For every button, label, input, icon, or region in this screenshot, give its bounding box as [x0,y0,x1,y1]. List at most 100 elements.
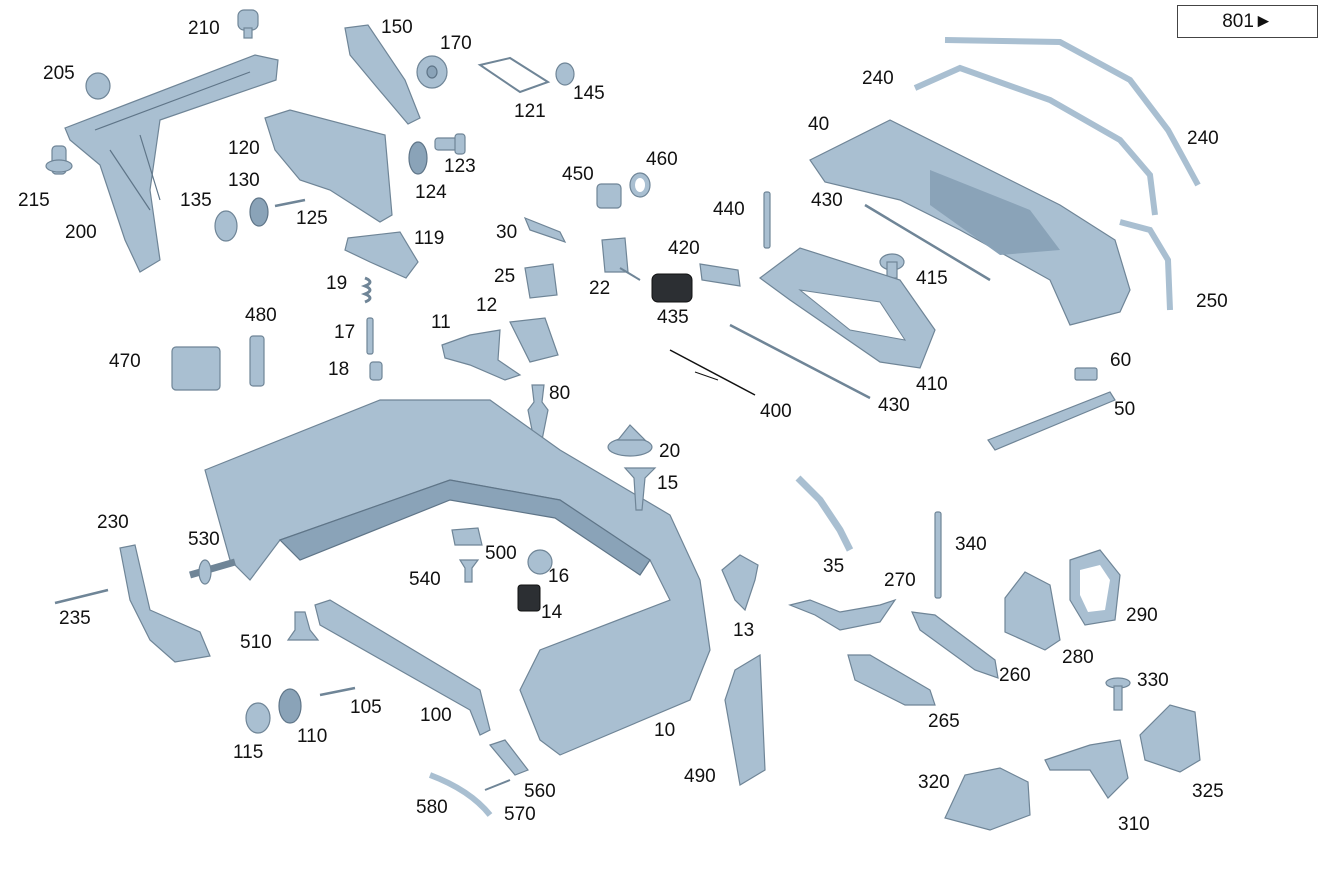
label-145: 145 [573,83,605,104]
label-210: 210 [188,18,220,39]
part-110-washer [278,688,302,724]
label-215: 215 [18,190,50,211]
part-340-bolt [934,511,942,599]
label-205: 205 [43,63,75,84]
label-540: 540 [409,569,441,590]
part-330-screw [1105,677,1131,711]
part-240-strip-2 [913,64,1158,216]
label-470: 470 [109,351,141,372]
part-100-absorber [314,599,491,736]
part-125-screw [274,198,306,208]
label-135: 135 [180,190,212,211]
label-235: 235 [59,608,91,629]
part-290-ring [1069,549,1121,626]
part-570-screw [484,779,511,791]
label-110: 110 [297,726,328,747]
label-80: 80 [549,383,571,404]
label-12: 12 [476,295,498,316]
part-450-connector [596,183,622,209]
part-30-bracket [523,216,567,244]
label-119: 119 [414,228,445,249]
label-115: 115 [233,742,264,763]
reference-link-text: 801 [1222,10,1254,32]
label-560: 560 [524,781,556,802]
label-22: 22 [589,278,611,299]
label-130: 130 [228,170,260,191]
label-17: 17 [334,322,356,343]
label-410: 410 [916,374,948,395]
part-580-trim [428,772,493,817]
part-500-bracket [451,527,483,546]
label-100: 100 [420,705,452,726]
label-13: 13 [733,620,755,641]
label-240: 240 [862,68,894,89]
part-530-clip [189,558,236,585]
part-170-nut [416,55,448,89]
label-430-lower: 430 [878,395,910,416]
part-50-trim [987,391,1116,451]
label-40: 40 [808,114,830,135]
label-170: 170 [440,33,472,54]
part-235-pin [54,588,109,605]
label-25: 25 [494,266,516,287]
part-17-pin [366,317,374,355]
label-14: 14 [541,602,563,623]
part-490-guard [724,653,766,786]
label-320: 320 [918,772,950,793]
label-120: 120 [228,138,260,159]
part-130-washer [249,197,269,227]
part-135-nut [214,210,238,242]
label-480: 480 [245,305,277,326]
label-16: 16 [548,566,570,587]
label-490: 490 [684,766,716,787]
part-320-tailpipe [944,767,1031,831]
label-15: 15 [657,473,679,494]
part-105-screw [319,686,356,697]
label-325: 325 [1192,781,1224,802]
part-121-gasket [477,56,551,94]
part-145-nut [555,62,575,86]
label-200: 200 [65,222,97,243]
part-18-cap [369,361,383,381]
label-20: 20 [659,441,681,462]
label-260: 260 [999,665,1031,686]
label-500: 500 [485,543,517,564]
label-105: 105 [350,697,382,718]
label-11: 11 [431,312,451,333]
label-450: 450 [562,164,594,185]
label-18: 18 [328,359,350,380]
label-60: 60 [1110,350,1132,371]
part-13-bracket [721,554,759,612]
part-240-strip [944,37,1201,187]
part-410-frame [758,247,936,369]
part-14-sensor [517,584,541,612]
label-530: 530 [188,529,220,550]
label-580: 580 [416,797,448,818]
part-430-rod [864,203,991,282]
part-440-pin [763,191,771,249]
label-35: 35 [823,556,845,577]
label-19: 19 [326,273,348,294]
part-200-bracket [64,54,279,273]
part-430-rod-2 [729,323,871,400]
label-510: 510 [240,632,272,653]
label-415: 415 [916,268,948,289]
reference-link-801[interactable]: 801► [1177,5,1318,38]
label-340: 340 [955,534,987,555]
label-290: 290 [1126,605,1158,626]
part-210-screw [237,9,259,39]
part-35-strip [795,475,854,552]
label-435: 435 [657,307,689,328]
part-16-plug [527,549,553,575]
label-230: 230 [97,512,129,533]
part-250-strip [1119,219,1173,311]
part-480-sensor [249,335,265,387]
label-460: 460 [646,149,678,170]
part-40-diffuser [809,119,1131,326]
label-270: 270 [884,570,916,591]
part-124-washer [408,141,428,175]
part-510-clip [286,611,320,641]
label-400: 400 [760,401,792,422]
